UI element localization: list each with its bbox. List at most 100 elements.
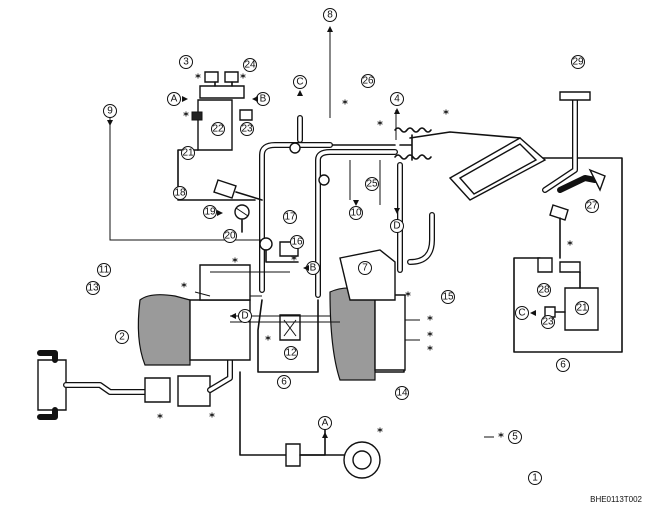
- svg-text:1: 1: [532, 473, 538, 484]
- svg-text:12: 12: [285, 348, 297, 359]
- svg-text:*: *: [377, 426, 383, 439]
- callout-24: 24: [243, 58, 257, 72]
- callout-23-upper: 23: [240, 122, 254, 136]
- svg-text:*: *: [209, 411, 215, 424]
- svg-text:23: 23: [542, 317, 554, 328]
- svg-text:5: 5: [512, 432, 518, 443]
- svg-text:*: *: [342, 98, 348, 111]
- callout-6-right: 6: [556, 358, 570, 372]
- connector-B-upper: B: [256, 92, 270, 106]
- svg-text:*: *: [291, 254, 297, 267]
- svg-text:3: 3: [183, 57, 189, 68]
- callout-10: 10: [349, 206, 363, 220]
- svg-text:14: 14: [396, 388, 408, 399]
- svg-text:15: 15: [442, 292, 454, 303]
- svg-text:26: 26: [362, 76, 374, 87]
- svg-text:C: C: [296, 77, 303, 88]
- svg-text:22: 22: [212, 124, 224, 135]
- figure-code: BHE0113T002: [590, 495, 642, 504]
- svg-text:*: *: [377, 119, 383, 132]
- callout-7: 7: [358, 261, 372, 275]
- callout-25: 25: [365, 177, 379, 191]
- svg-text:6: 6: [281, 377, 287, 388]
- callout-21-left: 21: [181, 146, 195, 160]
- svg-text:29: 29: [572, 57, 584, 68]
- svg-text:*: *: [157, 412, 163, 425]
- svg-text:C: C: [518, 308, 525, 319]
- main-hoses: [259, 115, 435, 298]
- svg-text:21: 21: [182, 148, 194, 159]
- callout-9: 9: [103, 104, 117, 118]
- svg-text:25: 25: [366, 179, 378, 190]
- callout-4: 4: [390, 92, 404, 106]
- svg-text:2: 2: [119, 332, 125, 343]
- svg-text:D: D: [393, 221, 400, 232]
- svg-text:24: 24: [244, 60, 256, 71]
- svg-text:9: 9: [107, 106, 113, 117]
- callout-1: 1: [528, 471, 542, 485]
- svg-text:10: 10: [350, 208, 362, 219]
- callout-5: 5: [508, 430, 522, 444]
- flow-arrows: [107, 26, 536, 438]
- svg-text:4: 4: [394, 94, 400, 105]
- air-cleaner: [329, 127, 547, 201]
- svg-text:23: 23: [241, 124, 253, 135]
- callout-2: 2: [115, 330, 129, 344]
- callout-19: 19: [203, 205, 217, 219]
- svg-text:A: A: [171, 94, 178, 105]
- svg-text:*: *: [427, 344, 433, 357]
- callout-15: 15: [441, 290, 455, 304]
- svg-text:28: 28: [538, 285, 550, 296]
- svg-text:11: 11: [99, 265, 110, 276]
- fresh-air-duct: [542, 91, 606, 193]
- engine-block: [137, 249, 406, 381]
- vacuum-lines: [109, 30, 420, 341]
- svg-text:*: *: [183, 110, 189, 123]
- callout-17: 17: [283, 210, 297, 224]
- svg-text:7: 7: [362, 263, 368, 274]
- callout-29: 29: [571, 55, 585, 69]
- svg-text:*: *: [443, 108, 449, 121]
- svg-text:*: *: [232, 256, 238, 269]
- svg-text:B: B: [260, 94, 267, 105]
- callout-27: 27: [585, 199, 599, 213]
- callout-14: 14: [395, 386, 409, 400]
- connector-C-upper: C: [293, 75, 307, 89]
- svg-text:B: B: [310, 263, 317, 274]
- callout-6-center: 6: [277, 375, 291, 389]
- svg-text:*: *: [265, 334, 271, 347]
- svg-text:8: 8: [327, 10, 333, 21]
- connector-A-upper: A: [167, 92, 181, 106]
- svg-text:*: *: [498, 431, 504, 444]
- callout-8: 8: [323, 8, 337, 22]
- svg-text:19: 19: [204, 207, 216, 218]
- canister: [279, 314, 301, 341]
- connector-D-lower: D: [238, 309, 252, 323]
- callout-16: 16: [290, 235, 304, 249]
- svg-text:18: 18: [174, 188, 186, 199]
- connector-A-lower: A: [318, 416, 332, 430]
- callout-26: 26: [361, 74, 375, 88]
- connector-C-right: C: [515, 306, 529, 320]
- callout-28: 28: [537, 283, 551, 297]
- svg-text:20: 20: [224, 231, 236, 242]
- svg-text:D: D: [241, 311, 248, 322]
- svg-text:*: *: [567, 239, 573, 252]
- svg-text:27: 27: [586, 201, 598, 212]
- sensor-components: [213, 179, 299, 263]
- svg-text:A: A: [322, 418, 329, 429]
- svg-text:17: 17: [284, 212, 296, 223]
- svg-text:13: 13: [87, 283, 99, 294]
- callout-23-right: 23: [541, 315, 555, 329]
- connector-B-lower: B: [306, 261, 320, 275]
- callout-11: 11: [97, 263, 111, 277]
- callout-21-right: 21: [575, 301, 589, 315]
- svg-text:*: *: [195, 72, 201, 85]
- callout-3: 3: [179, 55, 193, 69]
- svg-text:*: *: [405, 290, 411, 303]
- legend: * 5: [484, 430, 522, 444]
- callout-22: 22: [211, 122, 225, 136]
- svg-text:6: 6: [560, 360, 566, 371]
- callout-18: 18: [173, 186, 187, 200]
